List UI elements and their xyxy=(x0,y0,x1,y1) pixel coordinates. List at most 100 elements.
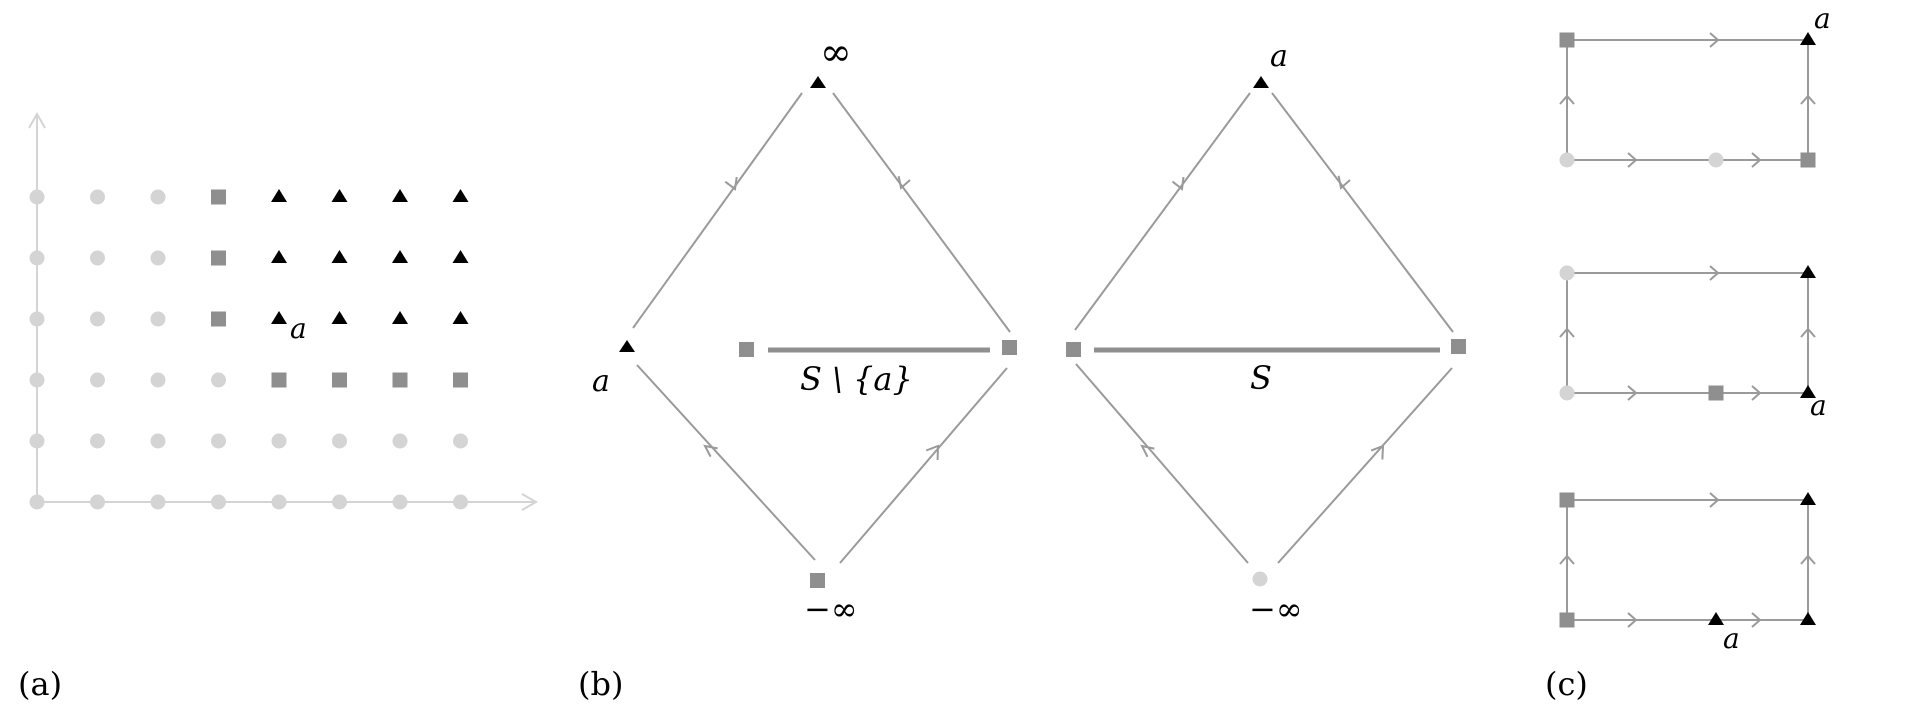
grid-mark-r5-c7 xyxy=(453,494,468,510)
grid-mark-r0-c3 xyxy=(211,189,226,205)
grid-mark-r5-c6 xyxy=(392,494,408,510)
label-right-top: a xyxy=(1270,39,1288,74)
rect-2-corner-tr xyxy=(1800,265,1816,278)
grid-mark-r4-c1 xyxy=(90,433,105,449)
arrow-right-upright xyxy=(1337,175,1351,190)
edge-right-left-to-top xyxy=(1074,92,1251,331)
rect-3-corner-br xyxy=(1800,612,1816,625)
rect-3-right-arrow xyxy=(1800,554,1816,565)
marker-left-square-l xyxy=(739,342,754,357)
panel-c-rects xyxy=(1559,32,1816,628)
marker-left-bottom xyxy=(810,573,825,588)
grid-mark-r1-c2 xyxy=(150,250,166,266)
rect-1-corner-tr xyxy=(1800,32,1816,45)
marker-left-a xyxy=(619,340,635,352)
grid-mark-r4-c7 xyxy=(453,433,468,449)
rect-1-top-arrow xyxy=(1709,32,1720,48)
panel-a: a xyxy=(28,111,539,511)
edge-right-right-to-top xyxy=(1271,92,1454,333)
label-right-bottom: −∞ xyxy=(1249,590,1302,628)
edge-right-bottom-to-right xyxy=(1277,367,1453,564)
rect-3-bottom-arrow-2 xyxy=(1751,612,1762,628)
rect-3-corner-tr xyxy=(1800,492,1816,505)
rect-2-bottom-arrow-2 xyxy=(1751,385,1762,401)
rect-3-corner-bl xyxy=(1559,612,1575,628)
rect-1-bottom-arrow-1 xyxy=(1627,152,1638,168)
grid-mark-r2-c4 xyxy=(271,311,287,324)
grid-mark-r4-c3 xyxy=(211,433,226,449)
rect-3-corner-tl xyxy=(1559,492,1575,508)
arrow-right-lowleft xyxy=(1140,444,1155,458)
y-axis-arrowhead xyxy=(28,111,46,129)
rect-3-left-arrow xyxy=(1559,554,1575,565)
grid-mark-r3-c6 xyxy=(392,372,408,388)
label-right-bar: S xyxy=(1250,359,1272,397)
arrow-left-upright xyxy=(897,176,911,190)
arrow-left-upleft xyxy=(724,176,738,191)
label-left-top: ∞ xyxy=(820,30,852,74)
grid-label-a: a xyxy=(290,312,307,345)
grid-mark-r0-c2 xyxy=(150,189,166,205)
grid-mark-r3-c1 xyxy=(90,372,105,388)
grid-mark-r3-c5 xyxy=(332,372,347,388)
rect-1-corner-tl xyxy=(1559,32,1575,48)
marker-left-top xyxy=(810,76,826,88)
grid-mark-r2-c5 xyxy=(331,311,348,324)
grid-mark-r0-c6 xyxy=(392,189,408,202)
rect-1-bottom-arrow-2 xyxy=(1751,152,1762,168)
grid-mark-r4-c5 xyxy=(332,433,347,449)
arrow-right-upleft xyxy=(1171,176,1185,191)
rect-3-bottom-arrow-1 xyxy=(1627,612,1638,628)
edge-left-bottom-to-right xyxy=(839,367,1008,564)
grid-mark-r3-c4 xyxy=(271,372,287,388)
marker-right-bottom xyxy=(1252,571,1268,587)
rect-2-corner-bl xyxy=(1559,385,1575,401)
rect-2-corner-tl xyxy=(1559,265,1575,281)
grid-mark-r2-c1 xyxy=(90,311,105,327)
grid-mark-r1-c0 xyxy=(29,250,45,266)
panel-label-c: (c) xyxy=(1545,665,1588,703)
label-left-bottom: −∞ xyxy=(804,590,857,628)
rect-2-bottom-arrow-1 xyxy=(1627,385,1638,401)
grid-mark-r3-c7 xyxy=(453,372,468,388)
rect-1-bottom-mid xyxy=(1708,152,1724,168)
grid-mark-r0-c4 xyxy=(271,189,287,202)
rect2-label-a: a xyxy=(1810,389,1827,422)
rect-3-bottom-mid xyxy=(1708,612,1724,625)
rect-3 xyxy=(1559,492,1816,628)
rect-2-corner-br xyxy=(1800,385,1816,398)
grid-mark-r3-c0 xyxy=(29,372,45,388)
grid-mark-r2-c0 xyxy=(29,311,45,327)
marker-right-square-r xyxy=(1451,339,1466,354)
grid-mark-r4-c2 xyxy=(150,433,166,449)
arrow-right-lowright xyxy=(1370,444,1385,460)
grid-mark-r4-c0 xyxy=(29,433,45,449)
label-left-bar: S \ {a} xyxy=(800,360,913,398)
edge-left-right-to-top xyxy=(832,92,1011,333)
arrow-left-lowright xyxy=(925,444,940,461)
grid-mark-r5-c0 xyxy=(29,494,45,510)
panel-label-a: (a) xyxy=(18,665,62,703)
x-axis-arrowhead xyxy=(521,493,539,511)
edge-left-bottom-to-a xyxy=(636,364,816,561)
grid-mark-r1-c5 xyxy=(331,250,348,263)
grid-mark-r0-c0 xyxy=(29,189,45,205)
rect-1 xyxy=(1559,32,1816,168)
grid-mark-r4-c6 xyxy=(392,433,408,449)
grid-mark-r2-c7 xyxy=(452,311,469,324)
grid-mark-r5-c1 xyxy=(90,494,105,510)
grid-mark-r5-c5 xyxy=(332,494,347,510)
marker-right-square-l xyxy=(1066,342,1081,357)
grid-marks xyxy=(29,189,469,510)
edge-right-bottom-to-left xyxy=(1075,363,1249,564)
grid-mark-r0-c7 xyxy=(452,189,469,202)
grid-mark-r3-c2 xyxy=(150,372,166,388)
rect-3-top-arrow xyxy=(1709,492,1720,508)
label-left-a: a xyxy=(592,364,610,399)
rect3-label-a: a xyxy=(1723,622,1740,655)
rect-1-left-arrow xyxy=(1559,94,1575,105)
rect-2-top-arrow xyxy=(1709,265,1720,281)
arrow-left-lowleft xyxy=(703,444,718,458)
grid-mark-r5-c3 xyxy=(211,494,226,510)
